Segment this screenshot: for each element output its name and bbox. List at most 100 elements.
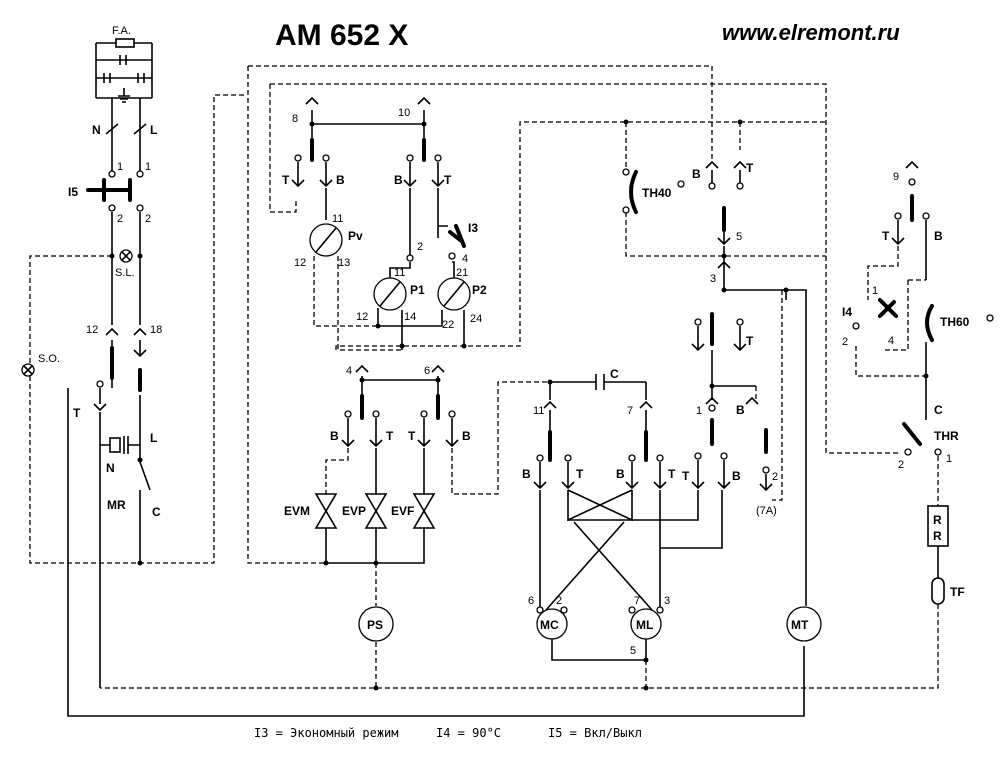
svg-text:3: 3 (664, 595, 670, 607)
timer-motor-mt (786, 606, 822, 642)
svg-text:EVF: EVF (391, 504, 414, 518)
svg-text:2: 2 (842, 336, 848, 348)
svg-text:PS: PS (367, 618, 383, 632)
svg-text:B: B (934, 229, 943, 243)
svg-text:7: 7 (634, 595, 640, 607)
svg-text:2: 2 (117, 213, 123, 225)
website-url: www.elremont.ru (722, 20, 900, 45)
main-switch-i5 (86, 178, 132, 202)
motor-capacitor (595, 374, 605, 390)
svg-text:B: B (330, 429, 339, 443)
svg-text:B: B (616, 467, 625, 481)
svg-text:21: 21 (456, 267, 468, 279)
svg-text:8: 8 (292, 113, 298, 125)
svg-text:T: T (746, 161, 754, 175)
svg-text:B: B (692, 167, 701, 181)
filter-label: F.A. (112, 25, 131, 37)
svg-text:R: R (933, 513, 942, 527)
thermostat-thr (902, 422, 922, 446)
svg-text:5: 5 (736, 231, 742, 243)
svg-text:C: C (152, 505, 161, 519)
power-input-section: F.A. N L 1 1 I5 2 2 S.L. S.O. 12 18 (21, 25, 805, 717)
svg-text:B: B (462, 429, 471, 443)
svg-text:22: 22 (442, 319, 454, 331)
svg-text:I3 = Экономный режим: I3 = Экономный режим (254, 726, 399, 740)
svg-text:TF: TF (950, 585, 965, 599)
svg-text:C: C (610, 367, 619, 381)
svg-text:1: 1 (696, 405, 702, 417)
svg-text:12: 12 (294, 257, 306, 269)
diagram-title: AM 652 X (275, 19, 408, 52)
svg-text:4: 4 (888, 335, 894, 347)
svg-text:B: B (732, 469, 741, 483)
svg-text:B: B (736, 403, 745, 417)
svg-text:2: 2 (417, 241, 423, 253)
svg-text:11: 11 (533, 405, 544, 417)
svg-text:P1: P1 (410, 283, 425, 297)
svg-text:2: 2 (556, 595, 562, 607)
svg-text:3: 3 (710, 273, 716, 285)
svg-text:6: 6 (424, 365, 430, 377)
svg-text:I4 = 90°C: I4 = 90°C (436, 726, 501, 740)
svg-text:B: B (336, 173, 345, 187)
svg-text:4: 4 (346, 365, 352, 377)
svg-text:Pv: Pv (348, 229, 363, 243)
lamp-so-label: S.O. (38, 353, 60, 365)
legend: I3 = Экономный режим I4 = 90°C I5 = Вкл/… (254, 726, 642, 740)
svg-text:1: 1 (946, 453, 952, 465)
svg-text:9: 9 (893, 171, 899, 183)
svg-text:P2: P2 (472, 283, 487, 297)
svg-text:T: T (746, 334, 754, 348)
svg-text:B: B (522, 467, 531, 481)
svg-text:B: B (394, 173, 403, 187)
svg-text:N: N (106, 461, 115, 475)
svg-text:2: 2 (145, 213, 151, 225)
svg-text:11: 11 (394, 267, 405, 279)
svg-text:T: T (73, 406, 81, 420)
thermal-fuse (931, 577, 945, 605)
neutral-label: N (92, 123, 101, 137)
svg-text:T: T (882, 229, 890, 243)
svg-text:(7A): (7A) (756, 505, 777, 517)
svg-text:T: T (386, 429, 394, 443)
thermostat-section: TH40 B T 5 3 MT T 1 B T B 2 (7A) (100, 119, 994, 689)
svg-text:EVM: EVM (284, 504, 310, 518)
svg-text:2: 2 (772, 471, 778, 483)
svg-text:MC: MC (540, 618, 559, 632)
valve-evm (314, 493, 338, 529)
switch-i4 (878, 298, 898, 318)
svg-text:T: T (668, 467, 676, 481)
svg-text:T: T (282, 173, 290, 187)
svg-text:I3: I3 (468, 221, 478, 235)
eco-switch-i3 (448, 224, 466, 248)
svg-text:I5 = Вкл/Выкл: I5 = Вкл/Выкл (548, 726, 642, 740)
svg-text:2: 2 (898, 459, 904, 471)
valve-evf (412, 493, 436, 529)
svg-text:18: 18 (150, 324, 162, 336)
svg-text:12: 12 (356, 311, 368, 323)
circulation-pump-ps (358, 606, 394, 642)
svg-text:T: T (408, 429, 416, 443)
svg-text:T: T (682, 469, 690, 483)
svg-text:1: 1 (872, 285, 878, 297)
svg-text:ML: ML (636, 618, 653, 632)
svg-text:1: 1 (145, 161, 151, 173)
svg-text:13: 13 (338, 257, 350, 269)
svg-text:12: 12 (86, 324, 98, 336)
signal-lamp-label: S.L. (115, 267, 135, 279)
svg-text:T: T (444, 173, 452, 187)
svg-text:5: 5 (630, 645, 636, 657)
motor-section: C 11 7 B T B T MC ML 6 2 7 3 5 (522, 367, 723, 691)
svg-text:I4: I4 (842, 305, 852, 319)
svg-text:C: C (934, 403, 943, 417)
door-lock-label: MR (107, 498, 126, 512)
thermostat-th60 (925, 304, 934, 342)
svg-text:THR: THR (934, 429, 959, 443)
svg-text:7: 7 (627, 405, 633, 417)
filter-resistor (115, 38, 135, 48)
svg-text:MT: MT (791, 618, 809, 632)
svg-text:10: 10 (398, 107, 410, 119)
line-label: L (150, 123, 157, 137)
svg-text:4: 4 (462, 253, 468, 265)
